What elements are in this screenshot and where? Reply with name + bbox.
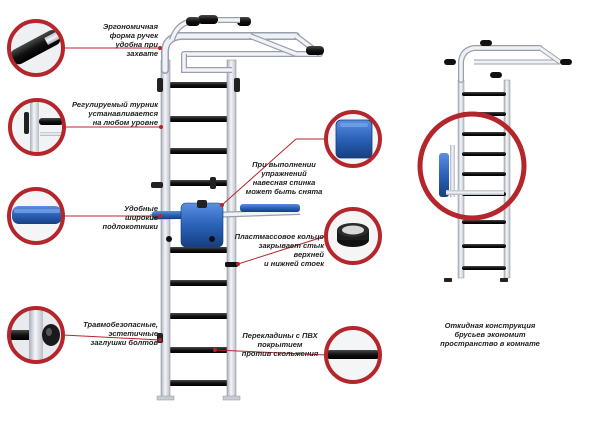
rungs-caption: Перекладины с ПВХ покрытием против сколь… — [241, 331, 319, 358]
armrests-caption: Удобные широкие подлокотники — [102, 204, 159, 231]
folding-highlight-circle — [417, 111, 527, 221]
plastic-ring-icon — [324, 207, 382, 265]
callout-backrest — [220, 110, 382, 207]
folded-wall-bars — [439, 40, 572, 282]
pvc-rung-icon — [324, 326, 382, 384]
handle-grip-left — [198, 15, 218, 24]
handle-grip-right — [306, 46, 324, 55]
callout-pullup — [8, 98, 163, 156]
ring-caption: Пластмассовое кольцо закрывает стык верх… — [234, 232, 324, 268]
backrest-caption: При выполнении упражнений навесная спинк… — [245, 160, 323, 196]
pullup-bar — [169, 15, 324, 73]
right-upright — [226, 59, 237, 399]
armrest-right — [240, 204, 300, 212]
dip-station — [149, 200, 301, 248]
backrest-pad — [180, 202, 224, 248]
callout-handles — [7, 19, 162, 77]
callout-ring — [236, 207, 382, 266]
armrest-pad-icon — [7, 187, 65, 245]
callout-caps — [7, 306, 162, 364]
pullup-caption: Регулируемый турник устанавливается на л… — [72, 100, 158, 127]
callout-rungs — [213, 326, 382, 384]
caps-caption: Травмобезопасные, эстетичные заглушки бо… — [83, 320, 158, 347]
pullup-bar-mount-icon — [8, 98, 66, 156]
handles-caption: Эргономичная форма ручек удобна при захв… — [102, 22, 158, 58]
left-upright — [160, 59, 171, 399]
folding-caption: Откидная конструкция брусьев экономит пр… — [440, 321, 540, 348]
bolt-cap-icon — [7, 306, 65, 364]
handle-grip-icon — [7, 19, 65, 77]
joint-ring — [225, 262, 238, 267]
callout-armrests — [7, 187, 162, 245]
backrest-pad-icon — [324, 110, 382, 168]
